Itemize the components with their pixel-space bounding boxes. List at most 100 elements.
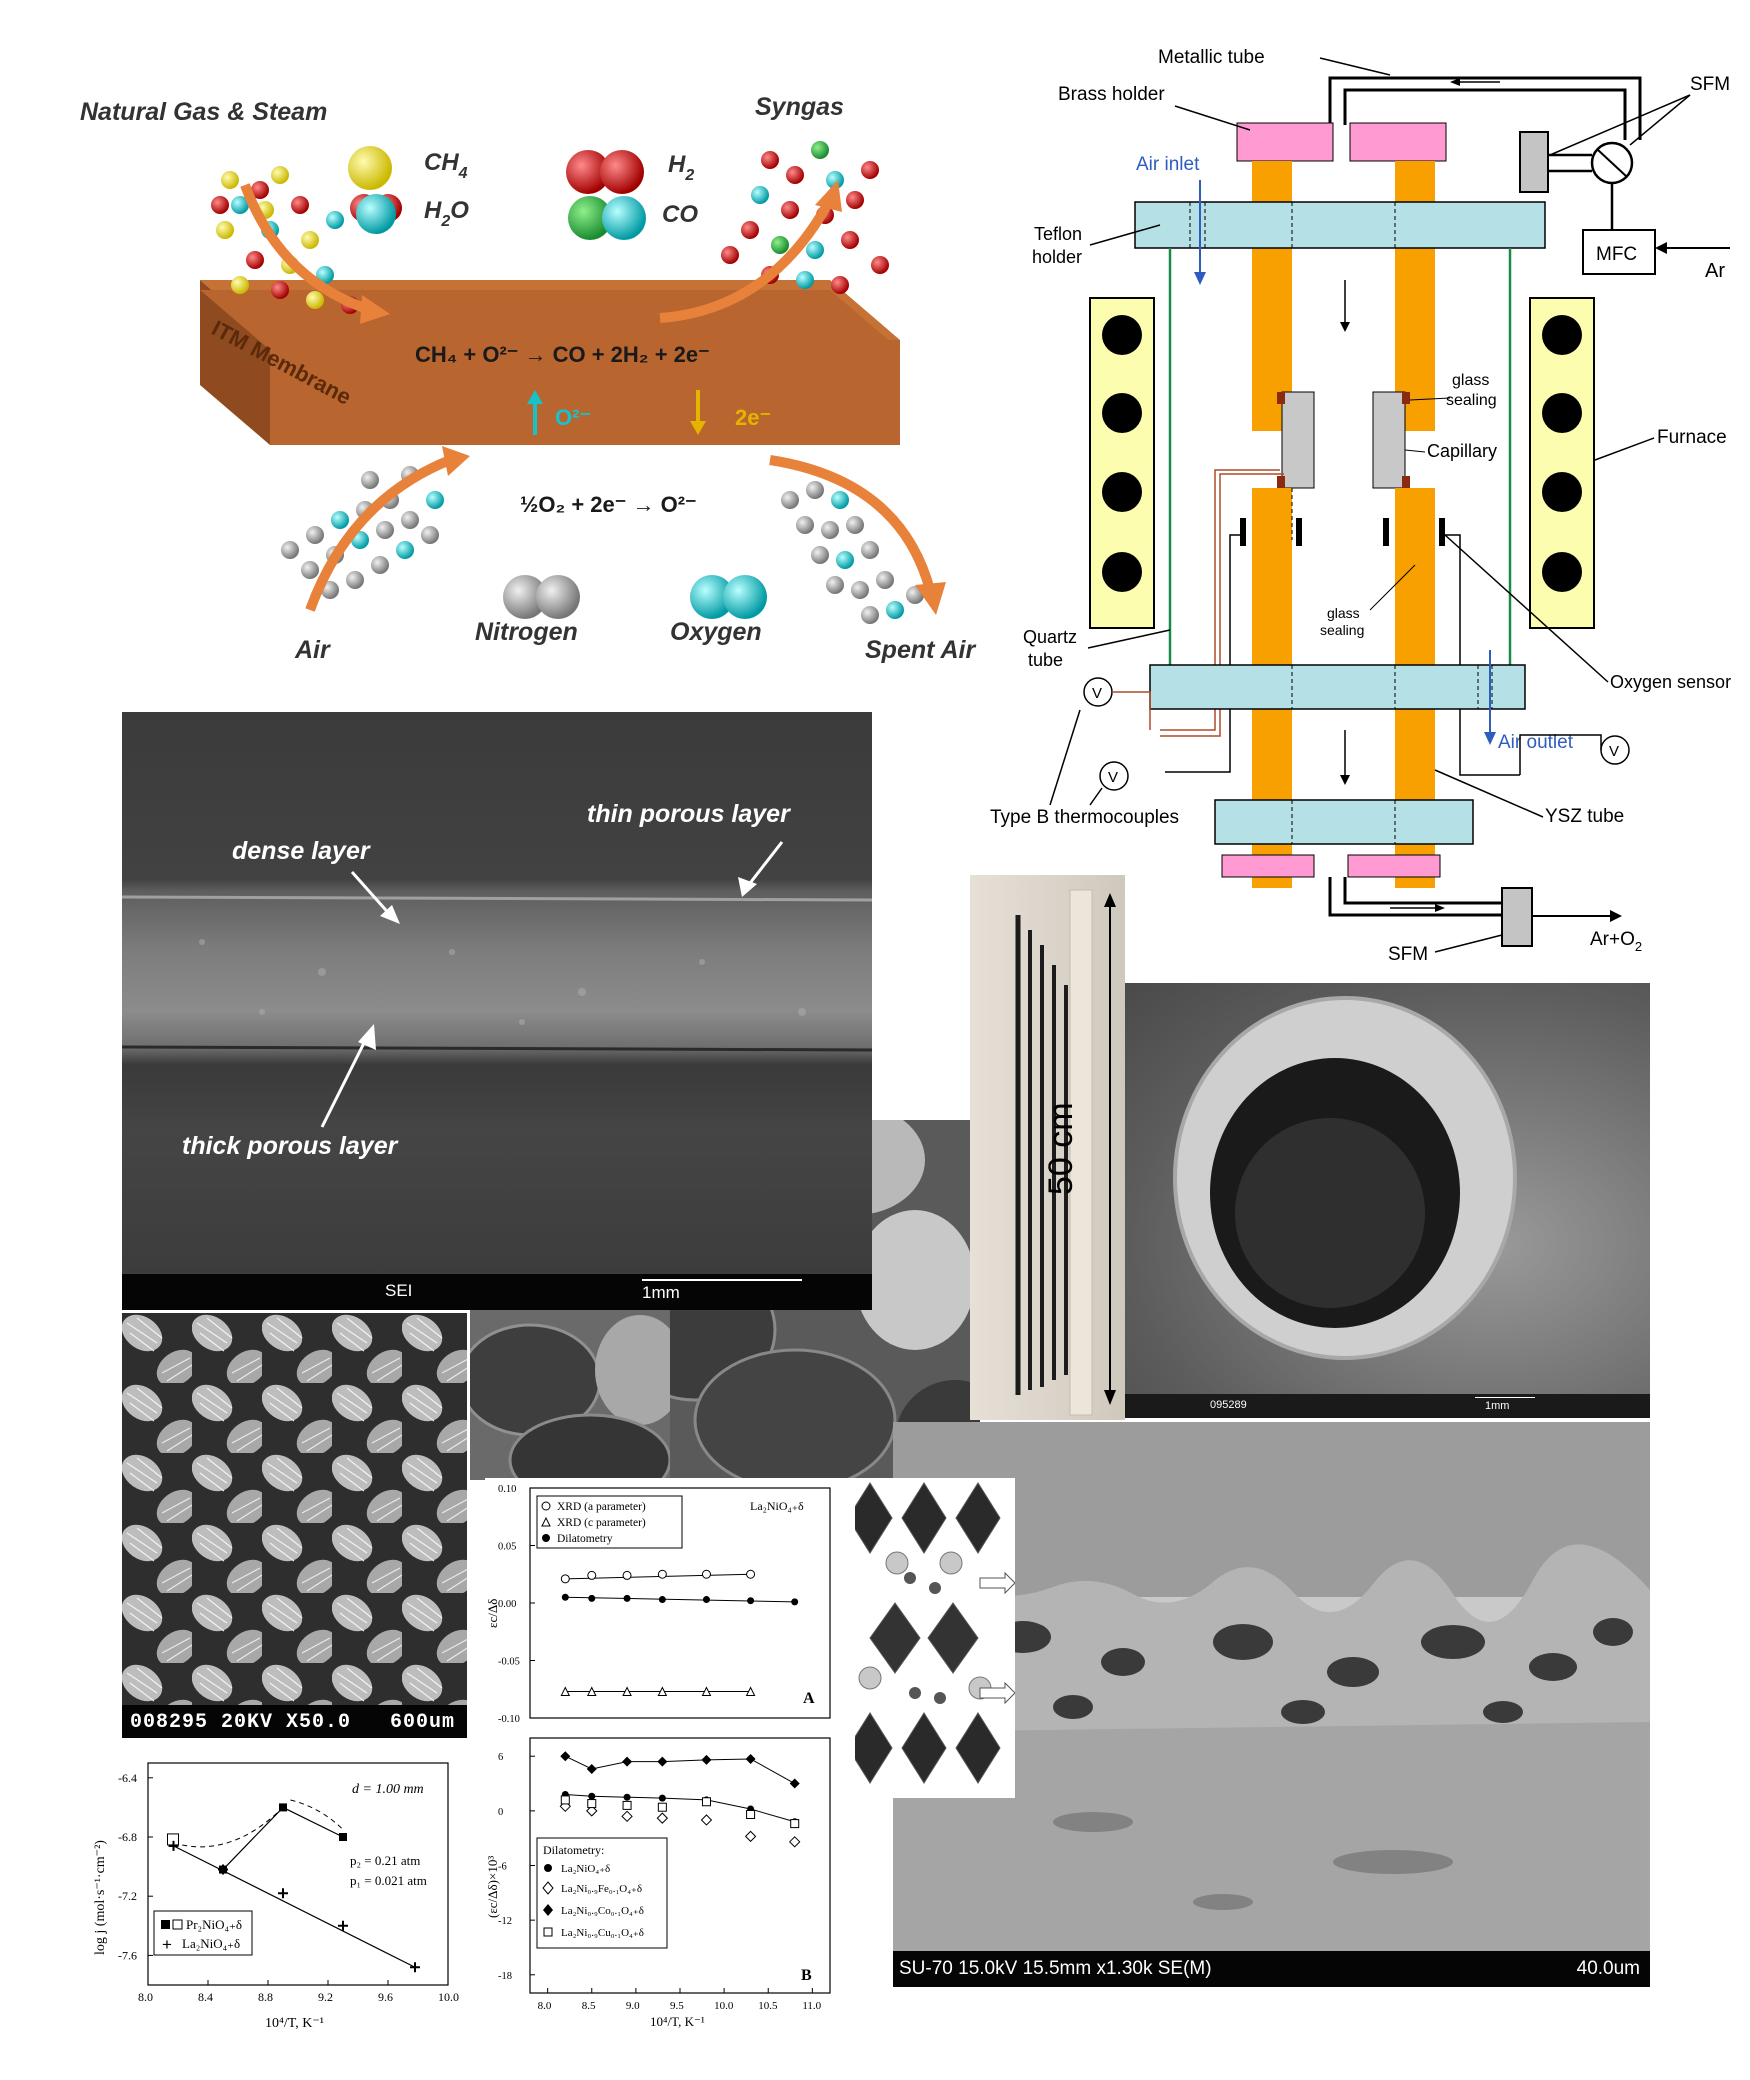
nitrogen-label: Nitrogen xyxy=(475,618,578,646)
exp-bottom-legend xyxy=(536,1837,668,1949)
exp-top-trend-line xyxy=(565,1596,795,1603)
legend-h2o-sub: 2 xyxy=(440,213,450,230)
flux-ylabel: log j (mol·s⁻¹·cm⁻²) xyxy=(93,1840,108,1955)
electron-label: 2e⁻ xyxy=(735,405,771,430)
flux-la-trend-line xyxy=(173,1845,416,1968)
svg-text:holder: holder xyxy=(1032,247,1082,267)
exp-top-xrd-a-point xyxy=(701,1569,711,1579)
exp-bottom-cu-point xyxy=(622,1800,632,1810)
voltmeter-label-2: V xyxy=(1609,743,1619,760)
ar-label: Ar xyxy=(1705,260,1725,282)
exp-legend-co: La₂Ni₀.₉Co₀.₁O₄₊δ xyxy=(561,1905,644,1917)
ar-o2-sub: 2 xyxy=(1635,939,1642,954)
mfc-label: MFC xyxy=(1596,244,1637,265)
exp-bottom-ytick-label: -6 xyxy=(498,1862,507,1873)
voltmeter-icon-3 xyxy=(1099,761,1129,791)
voltmeter-label-1: V xyxy=(1092,685,1102,702)
brass-holder-left xyxy=(1236,122,1334,162)
exp-top-xrd-c-point xyxy=(586,1686,597,1697)
exp-bottom-ytick-label: 6 xyxy=(498,1752,503,1763)
legend-h2o: H xyxy=(424,197,442,224)
exp-top-trend-line xyxy=(565,1573,751,1580)
legend-ch4: CH xyxy=(424,149,459,176)
oxygen-legend-icon xyxy=(690,575,767,619)
glass-sealing-top-label-1: glass xyxy=(1452,372,1489,389)
exp-bottom-fe-point xyxy=(744,1830,757,1843)
flux-xlabel: 10⁴/T, K⁻¹ xyxy=(265,2016,324,2030)
svg-text:Quartz: Quartz xyxy=(1023,627,1077,647)
flux-annotation-d: d = 1.00 mm xyxy=(352,1782,424,1797)
flux-pr-line xyxy=(282,1806,344,1838)
exp-bottom-cu-point xyxy=(587,1799,597,1809)
capillary-right xyxy=(1372,391,1406,489)
exp-bottom-fe-point xyxy=(621,1810,633,1823)
octahedra-layer-bottom xyxy=(847,1712,1001,1784)
membrane-front-face xyxy=(270,340,900,445)
crystal-structure xyxy=(840,1478,1015,1798)
exp-top-xrd-a-point xyxy=(746,1569,756,1579)
exp-top-ytick-label: 0.05 xyxy=(498,1542,516,1553)
quartz-tube-label-1: Quartz xyxy=(1023,627,1077,647)
cross-section-info-bar: SU-70 15.0kV 15.5mm x1.30k SE(M) 40.0um xyxy=(893,1951,1650,1987)
legend-h2o-tail: O xyxy=(450,197,469,224)
flux-xtick-label: 9.2 xyxy=(318,1990,333,2004)
octahedra-layer-mid xyxy=(869,1602,979,1674)
exp-panel-b: B xyxy=(801,1967,812,1984)
exp-top-dil-point xyxy=(658,1596,666,1604)
mfc-box xyxy=(1582,229,1656,275)
electron-down-arrow-icon xyxy=(690,390,706,435)
cross-section-sem-image: SU-70 15.0kV 15.5mm x1.30k SE(M) 40.0um xyxy=(893,1422,1650,1987)
glass-sealing-top-label-2: sealing xyxy=(1446,392,1497,409)
brass-holder-bottom-right xyxy=(1347,854,1441,878)
reaction-bottom: ½O₂ + 2e⁻ → O²⁻ xyxy=(520,492,697,517)
exp-bottom-xtick-label: 10.0 xyxy=(714,2000,734,2012)
teflon-holder-bottom xyxy=(1149,664,1526,710)
thermocouples-label: Type B thermocouples xyxy=(990,807,1179,828)
sfm-bottom-label: SFM xyxy=(1388,944,1428,965)
exp-bottom-xtick-label: 8.5 xyxy=(582,2000,596,2012)
fiber-weave-sem-image: 008295 20KV X50.0 600um xyxy=(122,1313,467,1738)
tubes-photo: 50 cm xyxy=(970,875,1125,1420)
air-label: Air xyxy=(294,636,331,664)
oxygen-sensor-label: Oxygen sensor xyxy=(1610,672,1731,692)
flux-annotation-p2: p₂ = 0.21 atm xyxy=(350,1853,420,1868)
flux-annotation-p1: p₁ = 0.021 atm xyxy=(350,1873,427,1888)
teflon-holder-top xyxy=(1134,201,1546,249)
flux-legend xyxy=(153,1910,253,1956)
itm-membrane-schematic: Natural Gas & Steam Syngas CH4 H2O H2 CO… xyxy=(80,93,976,664)
exp-bottom-co-point xyxy=(586,1763,597,1774)
exp-legend-dil: Dilatometry xyxy=(557,1533,613,1545)
glass-sealing-mid-label-1: glass xyxy=(1327,605,1360,621)
exp-bottom-xtick-label: 8.0 xyxy=(538,2000,552,2012)
fiber-weave-info-bar: 008295 20KV X50.0 600um xyxy=(122,1705,467,1738)
exp-bottom-cu-point xyxy=(746,1810,756,1819)
co-legend-icon xyxy=(568,196,646,240)
hollow-fiber-info-bar: 095289 1mm xyxy=(1125,1394,1650,1418)
metallic-tube-path xyxy=(1328,76,1642,140)
oxygen-label: Oxygen xyxy=(670,618,762,646)
air-arrow-icon xyxy=(305,455,452,612)
teflon-holder-label-2: holder xyxy=(1032,247,1082,267)
exp-bottom-co-point xyxy=(701,1754,712,1765)
brass-holder-bottom-left xyxy=(1221,854,1315,878)
exp-bottom-co-point xyxy=(622,1756,633,1767)
flux-pr-point xyxy=(339,1833,347,1841)
exp-top-dil-point xyxy=(561,1593,569,1601)
flux-ytick-label: -6.8 xyxy=(118,1830,137,1844)
dense-layer-label: dense layer xyxy=(232,837,370,865)
flux-la-point xyxy=(410,1962,420,1973)
h2-legend-icon xyxy=(566,150,644,194)
exp-bottom-la-point xyxy=(658,1794,666,1802)
exp-legend-cu: La₂Ni₀.₉Cu₀.₁O₄₊δ xyxy=(561,1927,644,1939)
exp-top-xrd-a-point xyxy=(587,1570,597,1580)
exp-top-dil-point xyxy=(747,1597,755,1605)
product-arrow-icon xyxy=(659,197,835,323)
exp-bottom-ylabel: (εc/Δδ)×10³ xyxy=(485,1856,500,1918)
svg-text:sealing: sealing xyxy=(1320,622,1364,638)
air-inlet-label: Air inlet xyxy=(1136,154,1200,175)
grain-sem-left xyxy=(470,1310,670,1480)
svg-text:sealing: sealing xyxy=(1446,392,1497,409)
exp-legend-title: Dilatometry: xyxy=(543,1843,604,1857)
exp-top-dil-point xyxy=(702,1596,710,1604)
